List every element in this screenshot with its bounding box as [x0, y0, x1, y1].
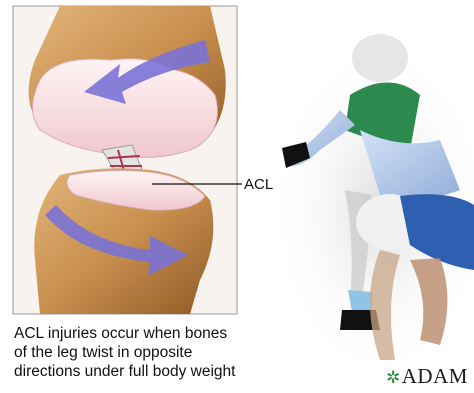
- caption-line-1: ACL injuries occur when bones: [14, 324, 304, 343]
- helmet-white: [352, 34, 408, 82]
- brand-text: ADAM: [402, 364, 468, 388]
- brand-logo: ✲ADAM: [386, 364, 468, 389]
- sock-blue: [348, 290, 372, 312]
- tibia-bone: [34, 168, 213, 314]
- caption-line-2: of the leg twist in opposite: [14, 343, 304, 362]
- caption: ACL injuries occur when bones of the leg…: [14, 324, 304, 381]
- caption-line-3: directions under full body weight: [14, 362, 304, 381]
- brand-star-icon: ✲: [386, 368, 401, 387]
- acl-label: ACL: [244, 176, 273, 193]
